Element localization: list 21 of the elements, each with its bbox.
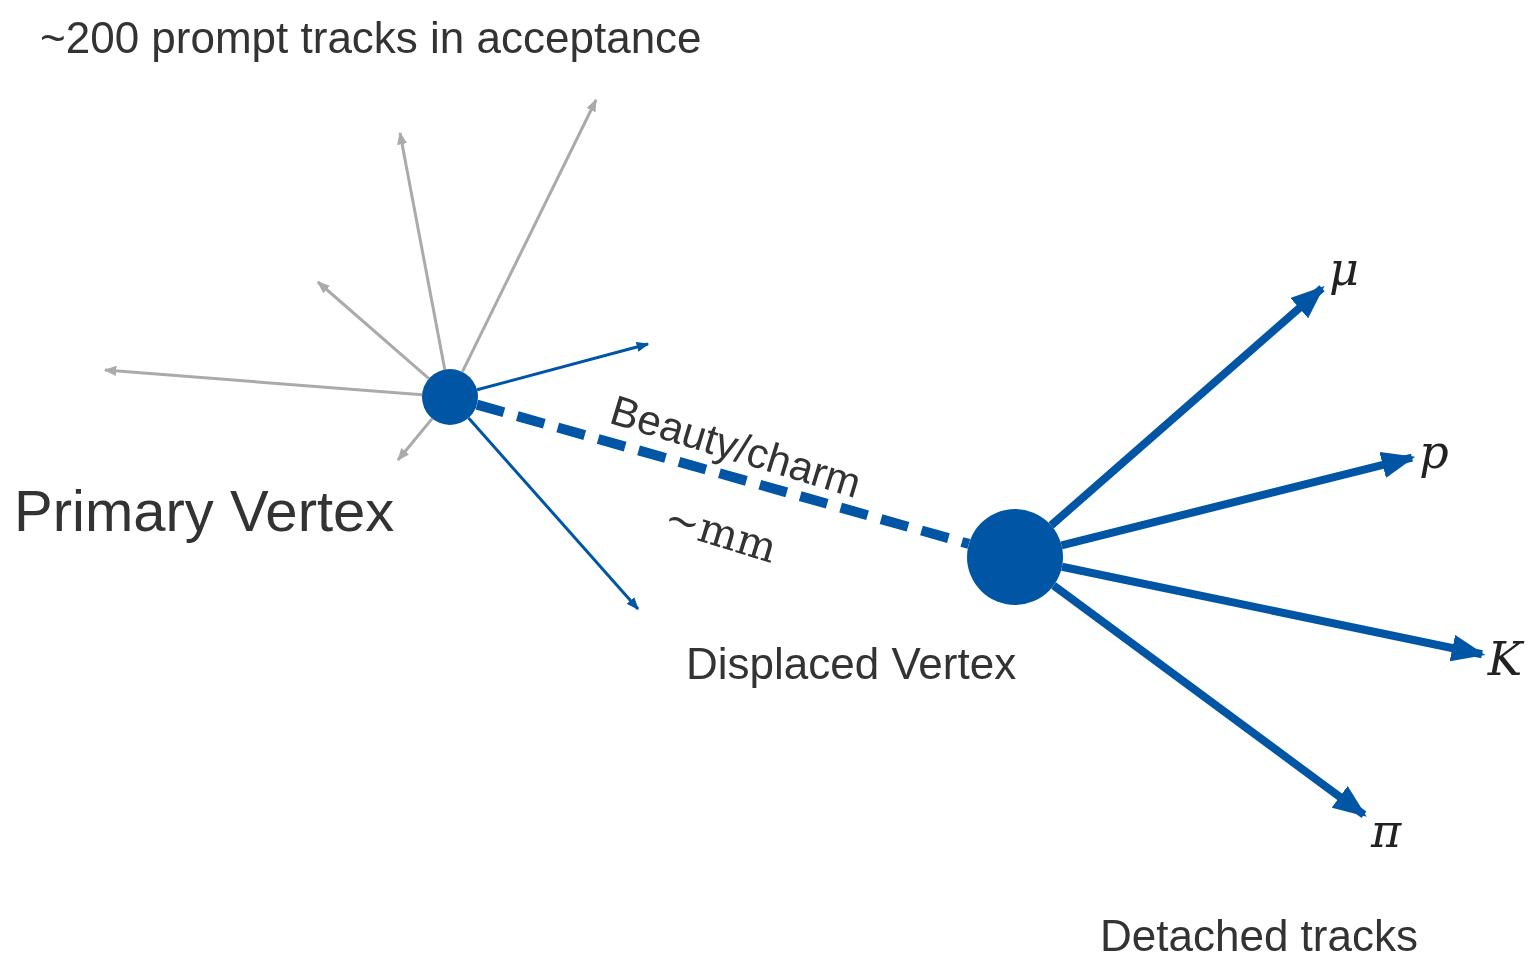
arrow (103, 365, 423, 397)
arrow (1048, 285, 1325, 529)
particle-label: μ (1322, 244, 1366, 294)
particle-label: K (1482, 634, 1528, 684)
arrow (467, 416, 640, 610)
arrow (1060, 451, 1416, 550)
arrow (397, 131, 447, 370)
arrow (317, 280, 430, 380)
text-label: Detached tracks (1100, 914, 1418, 957)
arrow (1061, 562, 1486, 662)
dashed-line (475, 399, 971, 549)
vertex-label: Displaced Vertex (686, 642, 1017, 686)
arrow (476, 342, 650, 392)
text-label: ~mm (659, 496, 782, 570)
arrow (1051, 582, 1367, 818)
particle-label: p (1412, 422, 1456, 482)
arrow (461, 98, 598, 373)
text-label: ~200 prompt tracks in acceptance (40, 16, 702, 60)
arrow (396, 417, 434, 461)
vertex-dot (422, 369, 478, 425)
particle-label: π (1364, 806, 1408, 856)
